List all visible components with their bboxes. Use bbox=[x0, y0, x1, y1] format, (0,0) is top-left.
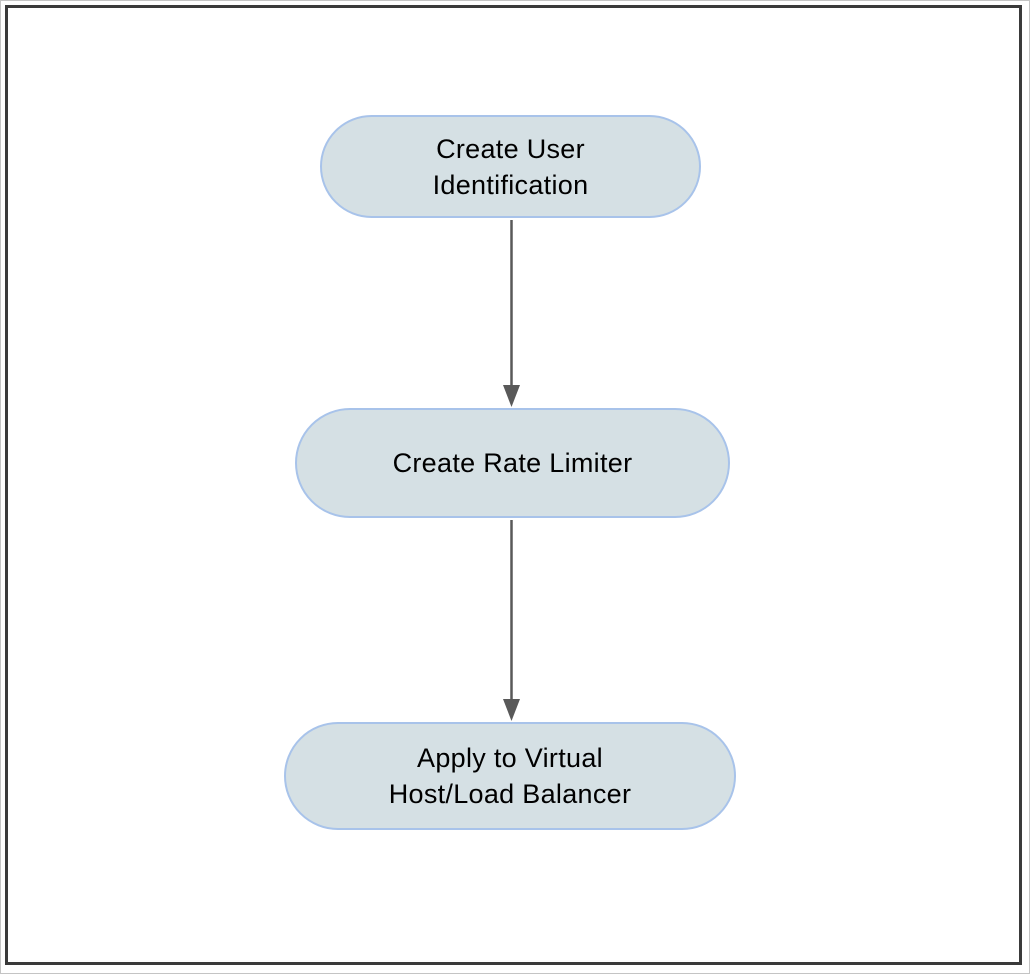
arrowhead-down-icon bbox=[503, 385, 520, 407]
node-label: Create User Identification bbox=[432, 133, 589, 200]
node-apply-to-virtual-host-load-balancer: Apply to Virtual Host/Load Balancer bbox=[284, 722, 736, 830]
node-create-rate-limiter: Create Rate Limiter bbox=[295, 408, 730, 518]
node-label: Create Rate Limiter bbox=[392, 448, 633, 478]
arrow-user-identification-to-rate-limiter bbox=[503, 220, 520, 407]
node-create-user-identification: Create User Identification bbox=[320, 115, 701, 218]
arrow-rate-limiter-to-virtual-host bbox=[503, 520, 520, 721]
arrowhead-down-icon bbox=[503, 699, 520, 721]
node-label: Apply to Virtual Host/Load Balancer bbox=[388, 743, 632, 809]
